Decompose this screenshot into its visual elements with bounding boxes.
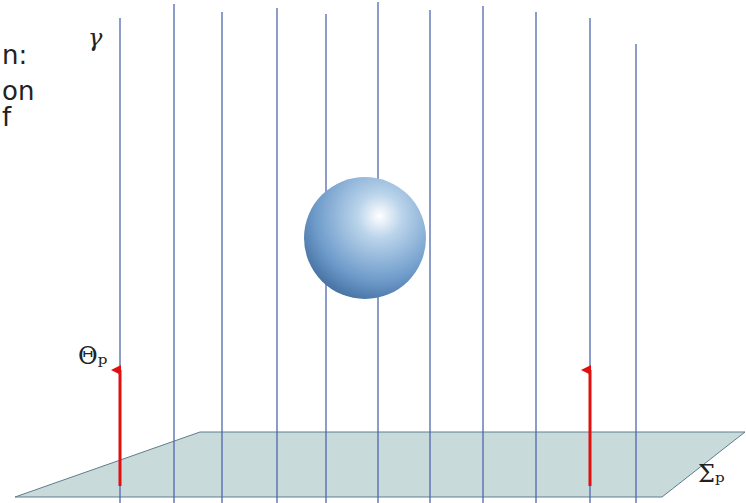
field-line (119, 18, 120, 503)
theta-arrow (119, 370, 122, 486)
plane-label: Σₚ (698, 462, 725, 486)
field-lines (120, 2, 636, 503)
field-line (429, 10, 430, 503)
sphere (304, 177, 426, 299)
field-line (173, 4, 174, 503)
theta-arrow (589, 370, 592, 486)
field-line (221, 12, 222, 503)
slide-text-fragment: n: (2, 42, 27, 68)
field-line (635, 44, 636, 503)
theta-label: Θₚ (78, 344, 107, 368)
slide-text-fragment: on (2, 78, 34, 104)
field-line (589, 18, 590, 503)
field-line (482, 6, 483, 503)
field-line (535, 12, 536, 503)
slide-text-fragment: f (2, 104, 11, 130)
field-symbol: γ (88, 26, 102, 50)
field-line (276, 8, 277, 503)
